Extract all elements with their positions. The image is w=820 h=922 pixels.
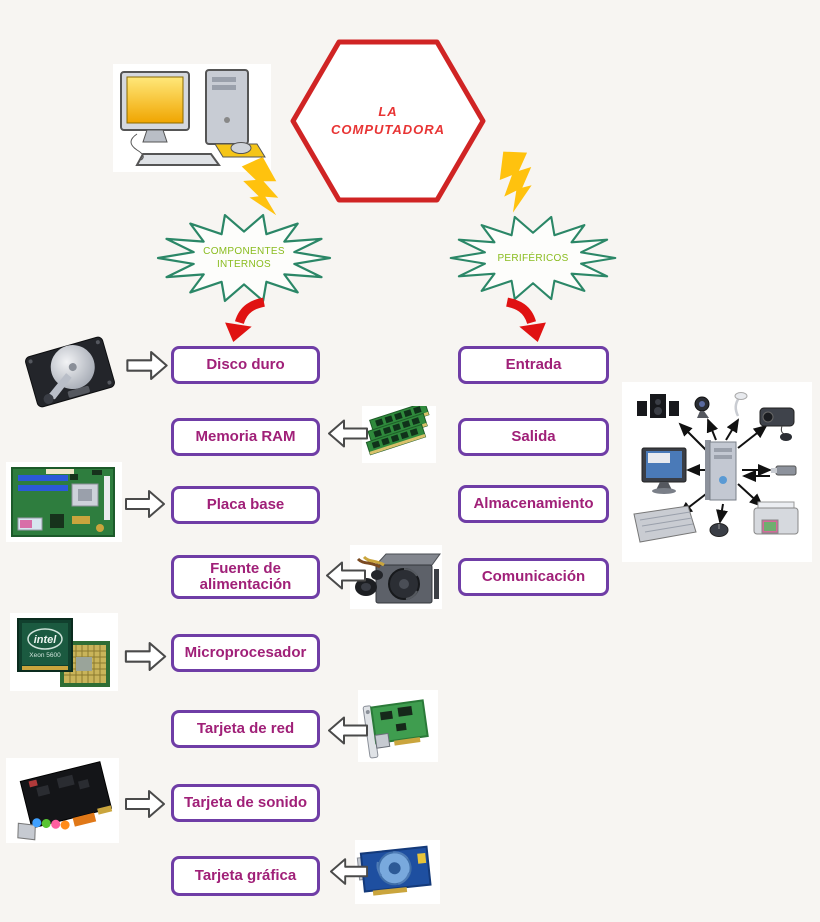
box-entrada: Entrada [458,346,609,384]
box-label: Tarjeta gráfica [194,866,297,884]
box-memoria-ram: Memoria RAM [171,418,320,456]
red-curved-arrow-right-icon [504,297,550,343]
box-salida: Salida [458,418,609,456]
box-label: Placa base [206,495,285,513]
starburst-perifericos: PERIFÉRICOS [447,214,619,302]
box-label: Almacenamiento [473,494,594,512]
desktop-computer-icon [113,64,271,172]
lightning-bolt-right-icon [490,145,543,216]
box-label: Memoria RAM [195,427,296,445]
box-almacenamiento: Almacenamiento [458,485,609,523]
ram-image [362,401,436,463]
box-label: Tarjeta de red [196,719,295,737]
hexagon-shape [290,39,486,203]
branch-label-line1: COMPONENTES [203,246,285,257]
box-fuente-de-alimentacion: Fuente de alimentación [171,555,320,599]
box-label: Microprocesador [184,643,307,661]
branch-label-perifericos: PERIFÉRICOS [447,214,619,302]
sound-card-image [6,758,119,843]
box-disco-duro: Disco duro [171,346,320,384]
branch-label-componentes-internos: COMPONENTES INTERNOS [156,212,332,304]
network-card-image [358,690,438,762]
box-label: Fuente de alimentación [199,559,292,593]
block-arrow-right-icon [123,789,167,819]
cpu-model-text: Xeon 5600 [29,652,61,659]
block-arrow-right-icon [126,350,168,381]
hard-disk-image [18,330,122,414]
block-arrow-right-icon [123,489,167,519]
lightning-bolt-left-icon [233,152,291,225]
box-tarjeta-grafica: Tarjeta gráfica [171,856,320,896]
box-comunicacion: Comunicación [458,558,609,596]
hexagon-la-computadora: LA COMPUTADORA [287,36,489,206]
block-arrow-left-icon [326,560,366,591]
box-label: Disco duro [206,355,285,373]
block-arrow-left-icon [328,418,368,449]
starburst-shape [156,213,332,303]
title-line2: COMPUTADORA [330,122,446,137]
box-tarjeta-de-sonido: Tarjeta de sonido [171,784,320,822]
box-placa-base: Placa base [171,486,320,524]
red-curved-arrow-left-icon [221,297,267,343]
block-arrow-left-icon [328,715,368,746]
starburst-shape [449,215,617,301]
box-label: Entrada [505,355,562,373]
branch-label-line1: PERIFÉRICOS [497,252,569,264]
box-label: Comunicación [481,567,586,585]
block-arrow-right-icon [123,641,168,672]
title-line1: LA [378,104,398,120]
graphics-card-image [355,840,440,904]
block-arrow-left-icon [330,856,368,887]
power-supply-image [350,545,442,609]
box-label: Salida [511,427,556,445]
peripherals-collage-image [622,382,812,562]
box-microprocesador: Microprocesador [171,634,320,672]
desktop-computer-image [113,64,271,172]
starburst-componentes-internos: COMPONENTES INTERNOS [156,212,332,304]
branch-label-line2: INTERNOS [216,259,272,270]
motherboard-image [6,462,122,542]
cpu-brand-text: intel [34,634,58,646]
diagram-title: LA COMPUTADORA [287,36,489,206]
box-label: Tarjeta de sonido [183,793,308,811]
cpu-image: intel Xeon 5600 [10,613,118,691]
tower-icon [705,440,737,501]
box-tarjeta-de-red: Tarjeta de red [171,710,320,748]
